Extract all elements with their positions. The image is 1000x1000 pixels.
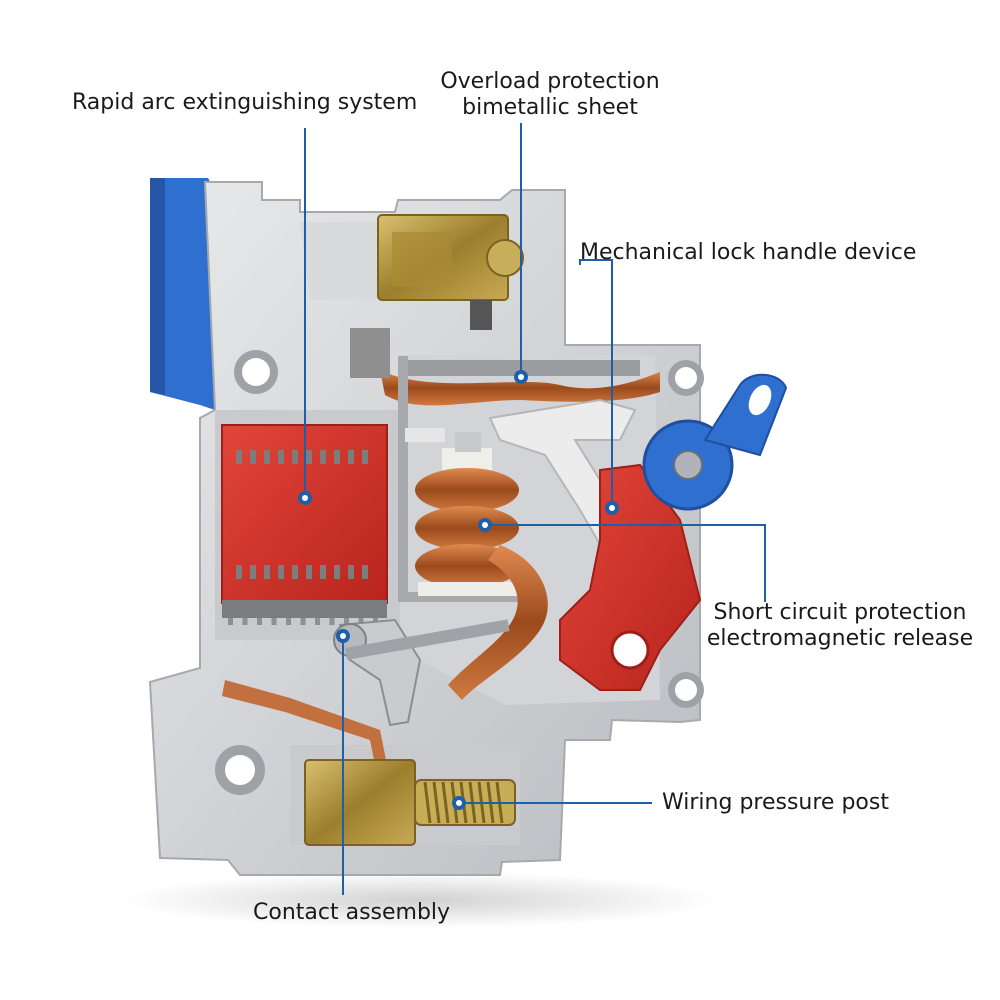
label-overload-line2: bimetallic sheet — [462, 95, 638, 120]
arc-chute-slot — [306, 450, 312, 464]
copper-strip — [222, 680, 390, 780]
label-contact-assembly: Contact assembly — [253, 900, 451, 925]
red-handle-link — [559, 463, 702, 691]
label-short-circuit: Short circuit protection electromagnetic… — [700, 600, 980, 652]
arc-chute-slots — [236, 450, 368, 464]
arc-chute-slot — [320, 450, 326, 464]
arc-chute-slot — [362, 565, 368, 579]
arc-chute-slot — [362, 450, 368, 464]
label-short-line2: electromagnetic release — [706, 626, 974, 651]
arc-chute-slots — [236, 565, 368, 579]
arc-chute-slot — [250, 565, 256, 579]
arc-chute-slot — [264, 450, 270, 464]
leader-short — [485, 524, 766, 602]
label-arc-extinguishing: Rapid arc extinguishing system — [72, 90, 418, 115]
base-shadow — [120, 872, 720, 928]
label-short-line1: Short circuit protection — [713, 600, 967, 625]
copper-braid-bottom — [448, 545, 548, 700]
arc-chute-slot — [306, 565, 312, 579]
screw-thread — [441, 781, 450, 824]
arc-chute-slot — [348, 450, 354, 464]
arc-chute-slot — [278, 565, 284, 579]
coil-winding — [415, 468, 519, 512]
inner-cavity — [300, 222, 395, 300]
arc-chute-slot — [278, 450, 284, 464]
arc-chute-slot — [292, 450, 298, 464]
arc-chute-slot — [236, 565, 242, 579]
screw-thread — [423, 781, 432, 824]
arc-chute-slot — [250, 450, 256, 464]
arc-chute-slot — [292, 565, 298, 579]
arc-chute-slot — [264, 565, 270, 579]
blue-handle-lever — [703, 373, 788, 457]
leader-lock — [579, 259, 613, 508]
label-overload-protection: Overload protection bimetallic sheet — [430, 69, 670, 121]
bimetallic-sheet — [405, 360, 640, 376]
arc-chute-slot — [236, 450, 242, 464]
copper-braid-top — [380, 370, 660, 406]
terminal-screw — [486, 239, 524, 277]
blue-din-clip — [150, 178, 215, 410]
label-wiring-post: Wiring pressure post — [662, 790, 889, 815]
screw-thread — [432, 781, 441, 824]
label-mechanical-lock: Mechanical lock handle device — [580, 240, 917, 265]
arc-chute-slot — [334, 450, 340, 464]
arc-chute-slot — [348, 565, 354, 579]
arc-chute-slot — [320, 565, 326, 579]
arc-chute-slot — [334, 565, 340, 579]
bottom-terminal — [304, 759, 416, 846]
label-overload-line1: Overload protection — [440, 69, 660, 94]
